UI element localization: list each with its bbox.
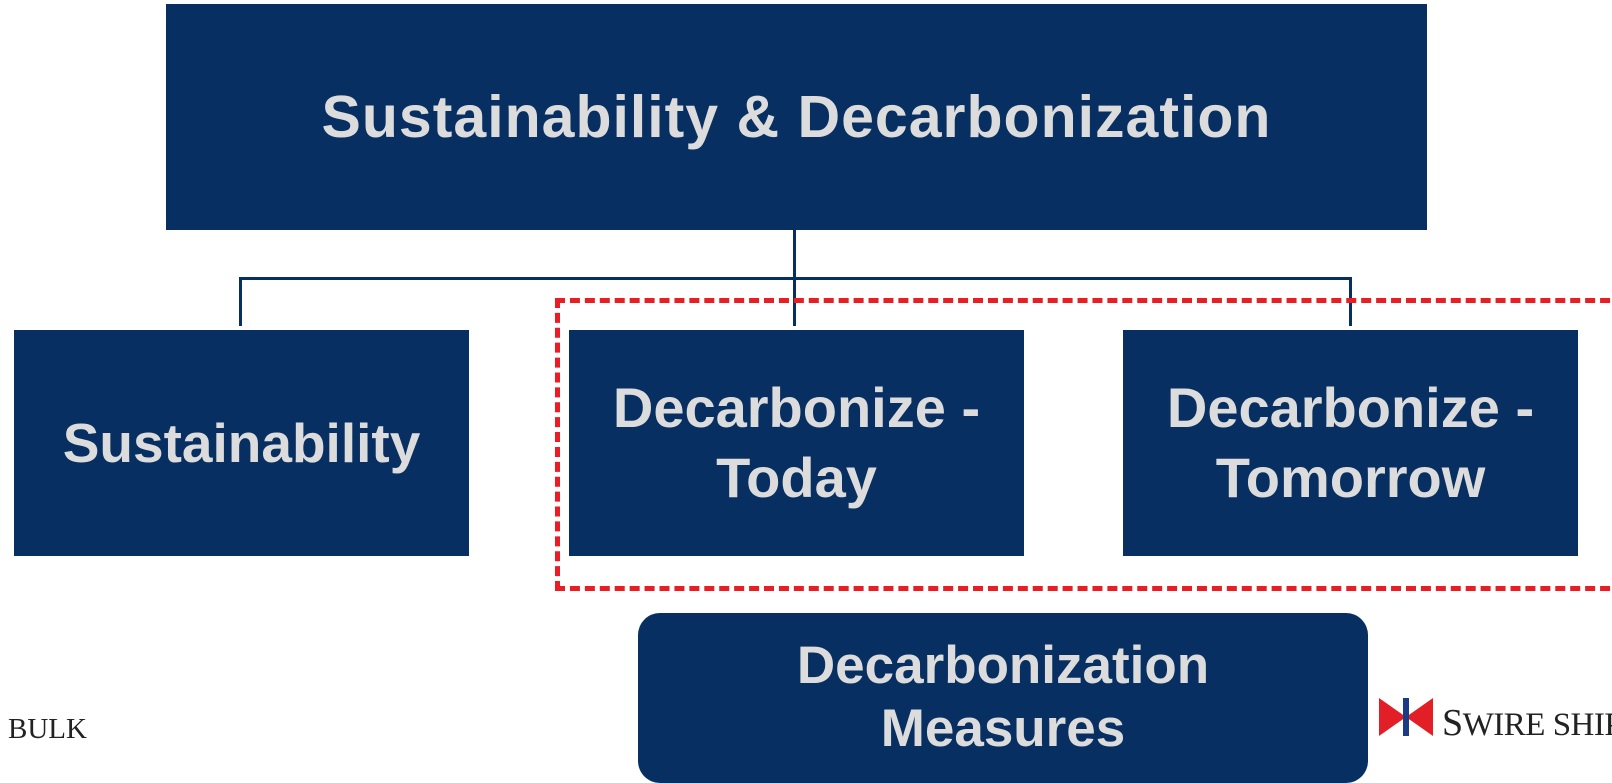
decarbonize-today-line2: Today — [716, 446, 877, 509]
swire-shipping-logo-text: SWIRE SHIPI — [1442, 701, 1612, 745]
decarbonize-today-node-box: Decarbonize - Today — [569, 330, 1024, 556]
root-node-box: Sustainability & Decarbonization — [166, 4, 1427, 230]
decarbonize-today-line1: Decarbonize - — [612, 376, 981, 439]
decarbonization-measures-box: Decarbonization Measures — [638, 613, 1368, 783]
connector-drop-sustainability — [239, 277, 242, 326]
measures-line2: Measures — [880, 699, 1126, 758]
root-node-label: Sustainability & Decarbonization — [321, 84, 1272, 150]
sustainability-node-label: Sustainability — [62, 412, 421, 474]
swire-logo-rest: WIRE SHIPI — [1462, 707, 1612, 743]
swire-logo-initial: S — [1442, 702, 1463, 744]
measures-line1: Decarbonization — [796, 636, 1210, 696]
connector-horizontal — [239, 277, 1351, 280]
decarbonize-tomorrow-line2: Tomorrow — [1215, 446, 1486, 509]
sustainability-node-box: Sustainability — [14, 330, 469, 556]
swire-flag-icon — [1379, 698, 1433, 736]
bulk-logo-text: BULK — [8, 713, 87, 745]
decarbonize-tomorrow-node-box: Decarbonize - Tomorrow — [1123, 330, 1578, 556]
decarbonize-tomorrow-line1: Decarbonize - — [1166, 376, 1535, 439]
decarbonize-highlight-frame — [555, 298, 1612, 591]
